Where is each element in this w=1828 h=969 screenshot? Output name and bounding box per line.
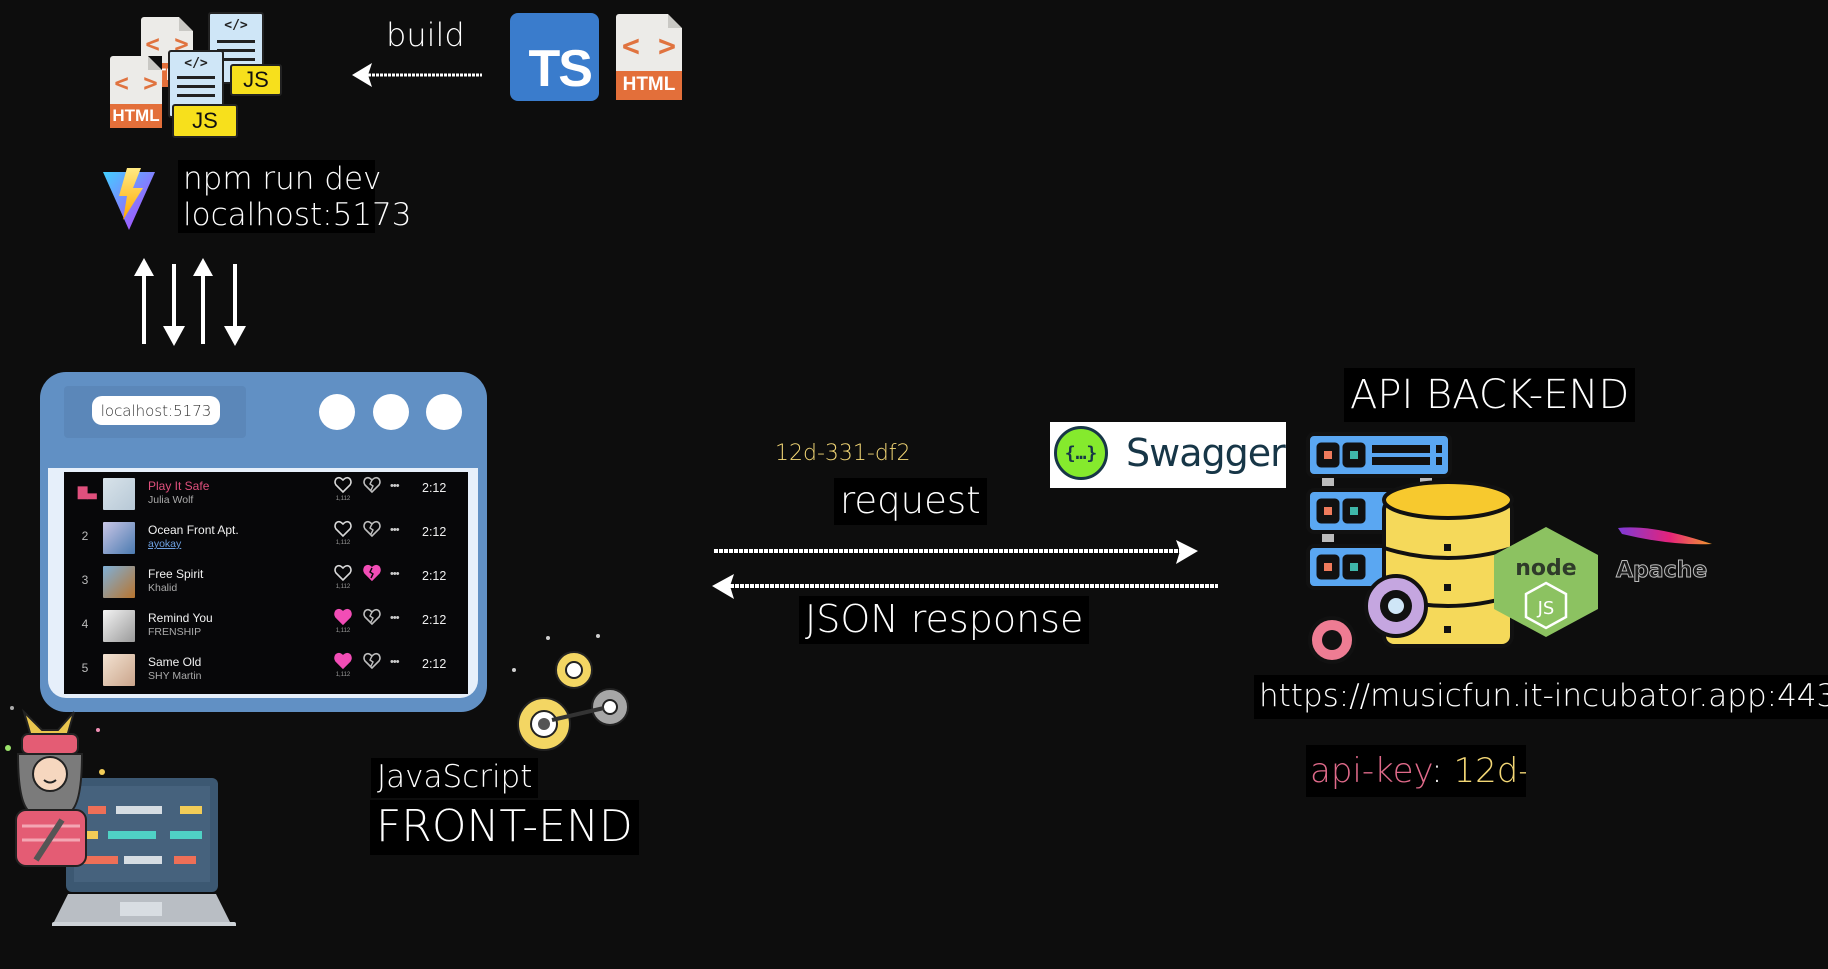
like-count: 1,112: [335, 540, 351, 546]
track-row[interactable]: 2 Ocean Front Apt.ayokay 1,112 ••• 2:12: [64, 516, 468, 560]
build-label: build: [386, 16, 465, 54]
front-end-subtitle: JavaScript: [371, 758, 539, 798]
like-count: 1,112: [335, 672, 351, 678]
album-art: [103, 610, 135, 642]
svg-text:node: node: [1515, 556, 1576, 581]
heart-icon[interactable]: [334, 608, 352, 626]
track-duration: 2:12: [422, 657, 447, 671]
request-label: request: [834, 478, 987, 525]
album-art: [103, 522, 135, 554]
track-duration: 2:12: [422, 525, 447, 539]
dev-server-command: npm run dev localhost:5173: [178, 160, 412, 234]
window-control-button[interactable]: [373, 394, 409, 430]
response-arrow-left-icon: [712, 574, 1218, 599]
request-arrow-right-icon: [714, 540, 1198, 564]
album-art: [103, 478, 135, 510]
developer-at-laptop-illustration: [5, 706, 236, 926]
swagger-icon: {…}: [1054, 426, 1108, 480]
swagger-logo[interactable]: {…} Swagger: [1050, 422, 1286, 488]
track-title[interactable]: Same Old: [148, 655, 202, 669]
request-response-arrows-icon: [134, 258, 246, 346]
swagger-label: Swagger: [1126, 431, 1286, 475]
broken-heart-icon[interactable]: [363, 520, 381, 538]
heart-icon[interactable]: [334, 652, 352, 670]
track-title[interactable]: Free Spirit: [148, 567, 204, 581]
more-options-icon[interactable]: •••: [390, 480, 400, 492]
track-duration: 2:12: [422, 613, 447, 627]
more-options-icon[interactable]: •••: [390, 612, 400, 624]
back-end-title: API BACK-END: [1344, 368, 1636, 422]
track-number: 2: [81, 529, 89, 543]
window-control-button[interactable]: [426, 394, 462, 430]
broken-heart-icon[interactable]: [363, 652, 381, 670]
now-playing-icon: ▇▃: [78, 485, 97, 499]
npm-run-dev-text: npm run dev: [183, 161, 382, 197]
api-key-label: api-key: [1310, 751, 1432, 791]
server-database-icon: [1306, 432, 1514, 664]
like-count: 1,112: [335, 628, 351, 634]
track-title[interactable]: Play It Safe: [148, 479, 210, 493]
like-count: 1,112: [335, 496, 351, 502]
typescript-logo-text: TS: [528, 40, 593, 98]
track-artist[interactable]: ayokay: [148, 538, 182, 550]
html-file-icon: < > HTML: [110, 56, 162, 128]
like-count: 1,112: [335, 584, 351, 590]
more-options-icon[interactable]: •••: [390, 568, 400, 580]
track-duration: 2:12: [422, 481, 447, 495]
track-artist[interactable]: SHY Martin: [148, 670, 202, 682]
js-file-label: JS: [230, 64, 282, 96]
track-number: 4: [81, 617, 89, 631]
album-art: [103, 566, 135, 598]
js-file-label: JS: [172, 104, 238, 138]
heart-icon[interactable]: [334, 476, 352, 494]
typescript-logo: TS: [510, 13, 599, 101]
build-output-files: < > HTML </> JS < > HTML </> JS: [108, 12, 283, 140]
api-key-partial-value: 12d-3: [1453, 751, 1526, 791]
broken-heart-icon[interactable]: [363, 476, 381, 494]
track-artist[interactable]: Julia Wolf: [148, 494, 194, 506]
nodejs-logo: node JS: [1494, 527, 1598, 637]
vite-logo: [103, 168, 155, 230]
localhost-text: localhost:5173: [183, 196, 412, 233]
more-options-icon[interactable]: •••: [390, 656, 400, 668]
api-key-value-label: 12d-331-df2: [775, 441, 911, 466]
track-duration: 2:12: [422, 569, 447, 583]
html-file-icon: < > HTML: [616, 14, 682, 100]
json-response-label: JSON response: [799, 596, 1090, 644]
broken-heart-icon[interactable]: [363, 608, 381, 626]
api-key-colon: :: [1431, 751, 1454, 791]
window-control-button[interactable]: [319, 394, 355, 430]
heart-icon[interactable]: [334, 564, 352, 582]
api-base-url: https://musicfun.it-incubator.app:443: [1254, 675, 1828, 719]
broken-heart-icon[interactable]: [363, 564, 381, 582]
svg-text:Apache: Apache: [1616, 558, 1707, 583]
track-number: 5: [81, 661, 89, 675]
apache-logo: Apache: [1616, 527, 1712, 584]
heart-icon[interactable]: [334, 520, 352, 538]
address-bar[interactable]: localhost:5173: [92, 396, 220, 425]
gears-icon: [512, 634, 629, 751]
track-title[interactable]: Ocean Front Apt.: [148, 523, 239, 537]
album-art: [103, 654, 135, 686]
track-title[interactable]: Remind You: [148, 611, 213, 625]
api-key-header: api-key: 12d-3: [1306, 745, 1526, 797]
track-number: 3: [81, 573, 89, 587]
front-end-title: FRONT-END: [370, 800, 639, 855]
more-options-icon[interactable]: •••: [390, 524, 400, 536]
svg-text:JS: JS: [1537, 598, 1555, 619]
track-artist[interactable]: FRENSHIP: [148, 626, 202, 638]
build-arrow-left-icon: [352, 63, 482, 87]
track-artist[interactable]: Khalid: [148, 582, 178, 594]
